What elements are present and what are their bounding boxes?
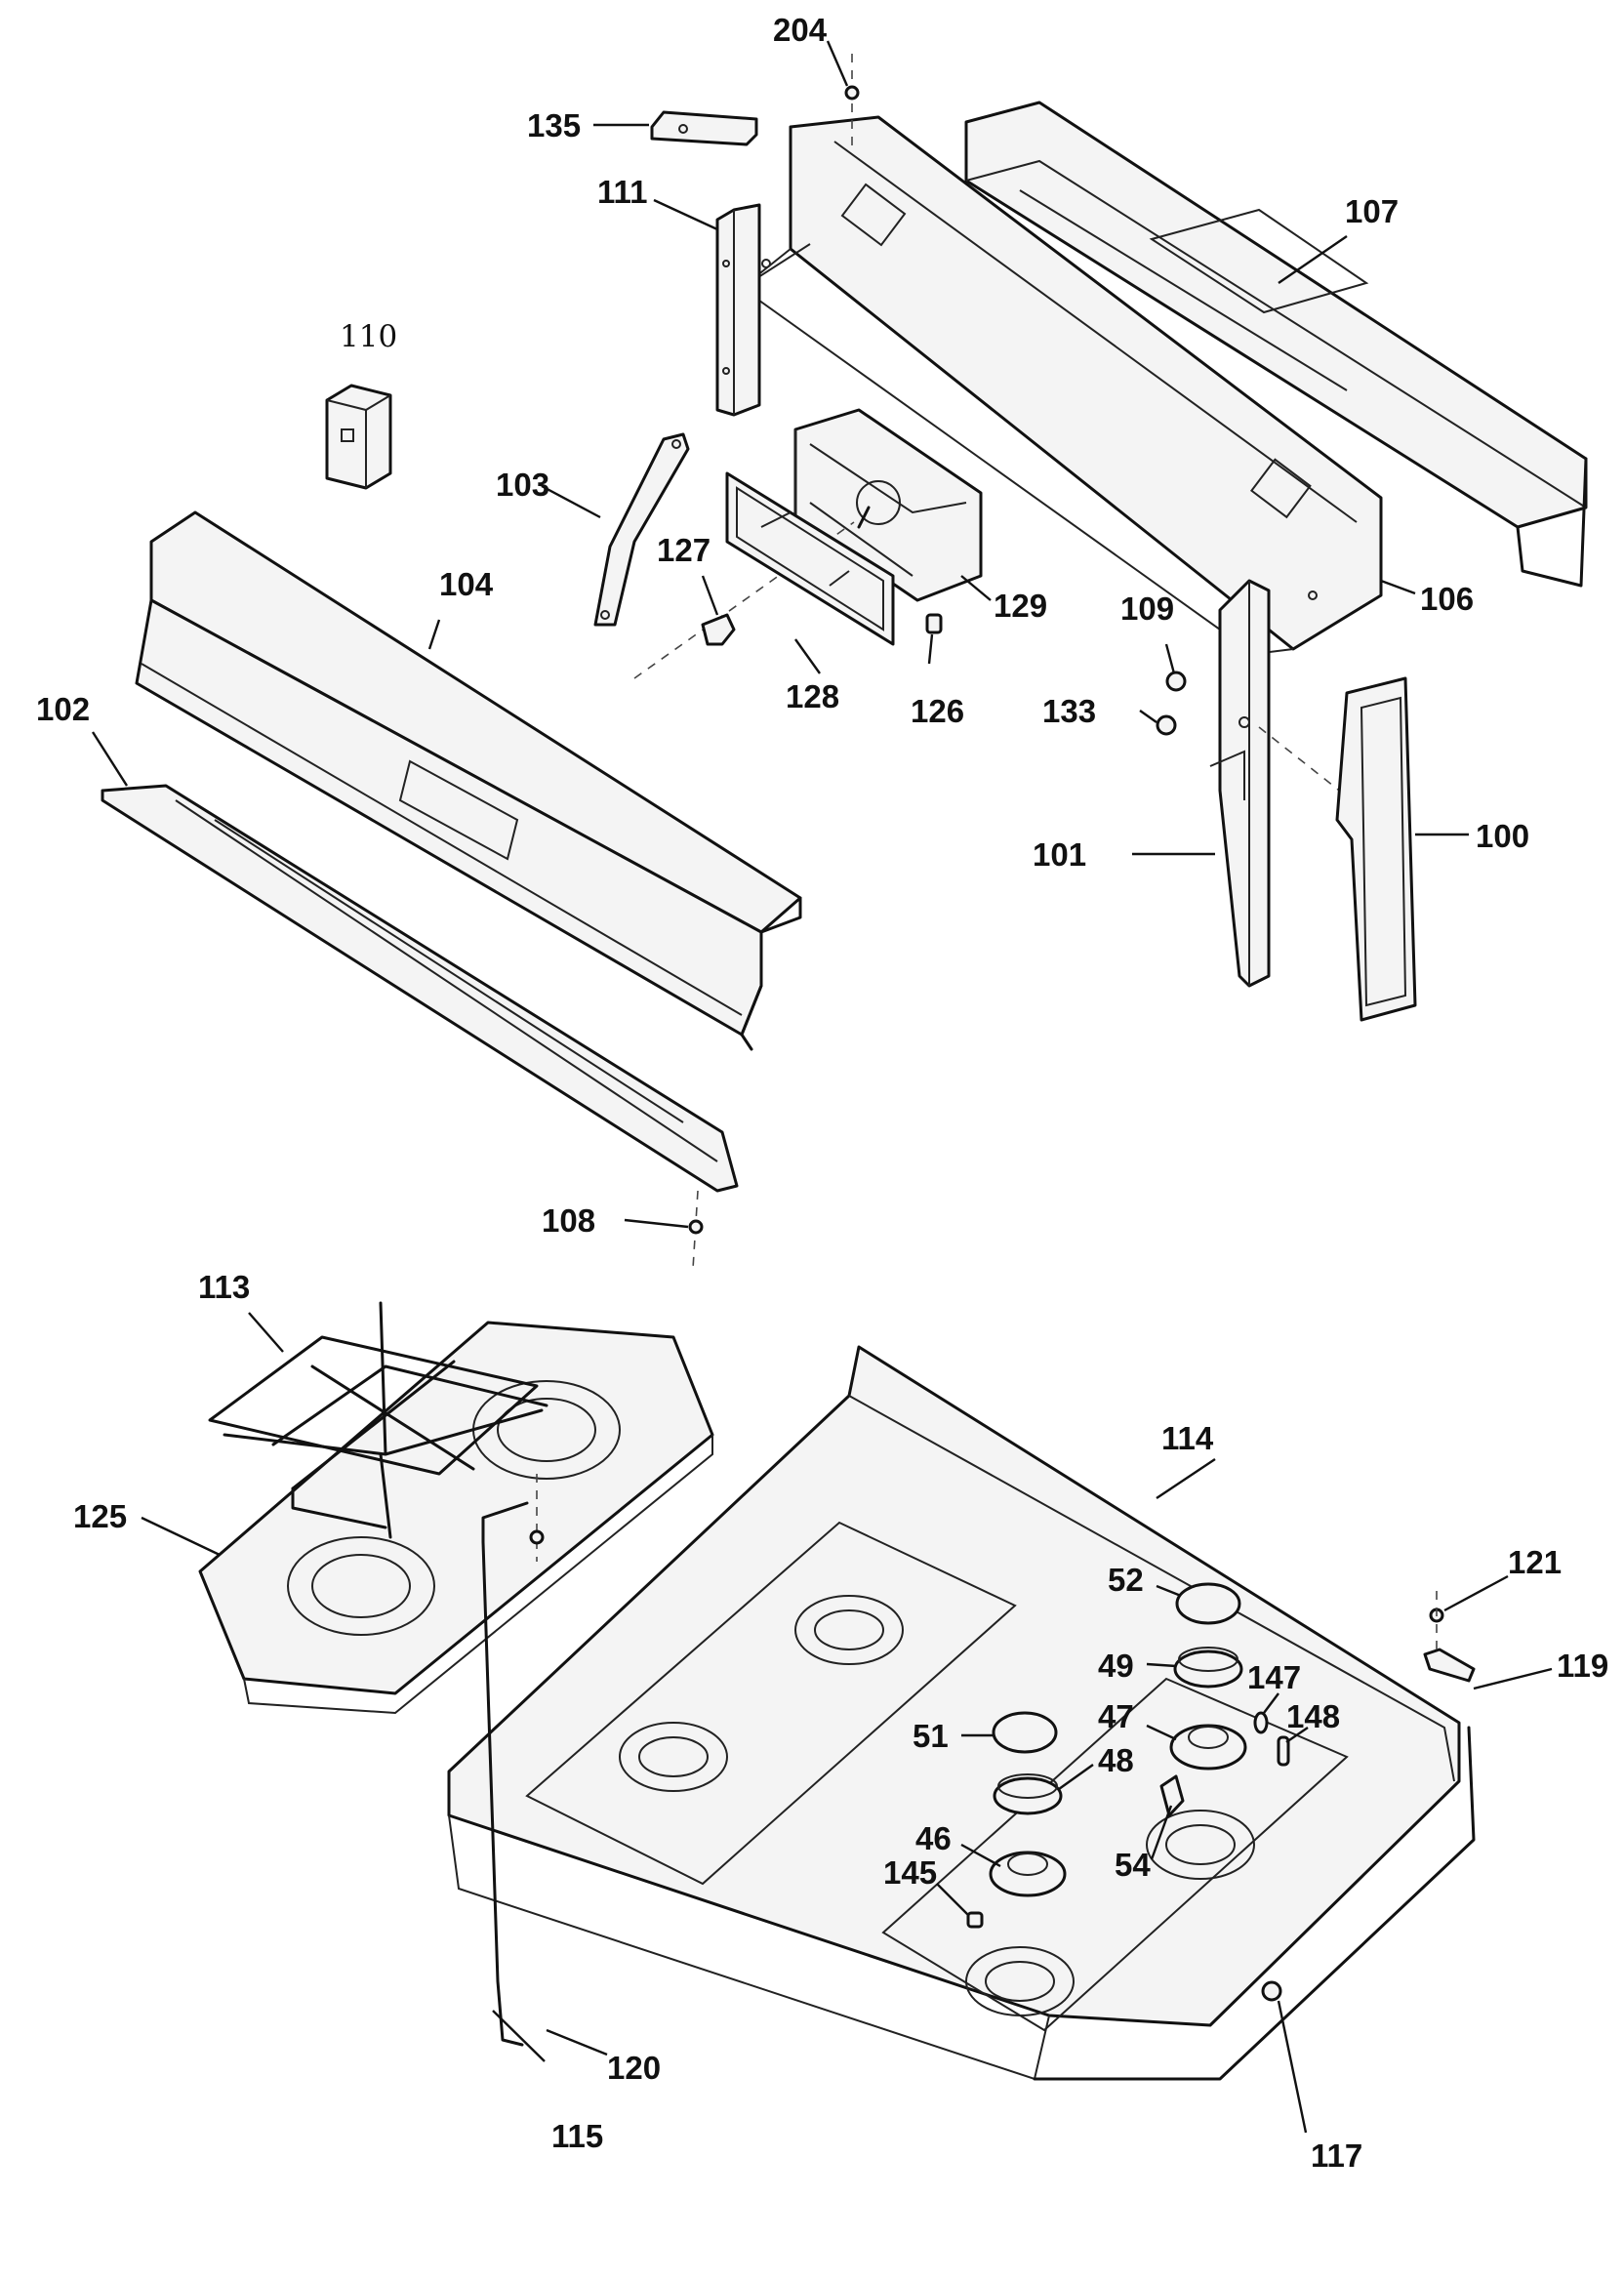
label-49: 49 bbox=[1098, 1648, 1134, 1684]
part-115-support-rod bbox=[481, 1474, 538, 2047]
part-51-burner-cap bbox=[992, 1711, 1058, 1754]
label-145: 145 bbox=[883, 1854, 937, 1891]
label-100: 100 bbox=[1476, 818, 1529, 854]
part-108-screw bbox=[688, 1190, 704, 1270]
part-133-nut bbox=[1156, 714, 1177, 736]
label-110: 110 bbox=[340, 319, 397, 354]
label-113: 113 bbox=[198, 1269, 250, 1305]
part-113-grate bbox=[208, 1301, 548, 1539]
part-47-burner-base bbox=[1169, 1724, 1247, 1771]
label-51: 51 bbox=[913, 1718, 949, 1754]
part-127-knob bbox=[701, 613, 736, 646]
label-126: 126 bbox=[911, 693, 964, 729]
label-107: 107 bbox=[1345, 193, 1399, 229]
part-109-nut bbox=[1165, 671, 1187, 692]
label-108: 108 bbox=[542, 1202, 595, 1239]
part-103-arm bbox=[593, 432, 690, 627]
part-106-backguard bbox=[740, 115, 1383, 656]
label-121: 121 bbox=[1508, 1544, 1562, 1580]
label-47: 47 bbox=[1098, 1698, 1134, 1734]
label-129: 129 bbox=[994, 588, 1047, 624]
label-117: 117 bbox=[1311, 2138, 1362, 2174]
part-111-side-bracket bbox=[715, 203, 761, 417]
label-204: 204 bbox=[773, 12, 828, 48]
part-126-clip bbox=[925, 613, 943, 634]
part-48-burner-head bbox=[993, 1773, 1063, 1815]
part-102-trim-strip bbox=[101, 784, 739, 1193]
part-100-end-cap bbox=[1335, 676, 1417, 1022]
label-103: 103 bbox=[496, 467, 549, 503]
part-110-module bbox=[325, 384, 392, 490]
part-119-bracket bbox=[1423, 1648, 1476, 1683]
part-129-control-housing bbox=[633, 408, 983, 679]
part-135-bracket bbox=[650, 110, 758, 146]
label-119: 119 bbox=[1557, 1648, 1608, 1684]
part-101-end-bracket bbox=[1209, 579, 1271, 988]
part-labels: 204 135 111 107 110 103 104 127 129 109 … bbox=[36, 12, 1608, 2174]
label-133: 133 bbox=[1042, 693, 1096, 729]
part-148-pin bbox=[1277, 1735, 1290, 1767]
label-102: 102 bbox=[36, 691, 90, 727]
label-147: 147 bbox=[1247, 1659, 1301, 1695]
part-52-burner-cap bbox=[1175, 1582, 1241, 1625]
part-145-clip bbox=[966, 1911, 984, 1929]
leader-lines bbox=[91, 40, 1553, 2134]
label-120: 120 bbox=[607, 2050, 661, 2086]
label-101: 101 bbox=[1033, 836, 1086, 873]
part-54-igniter bbox=[1159, 1774, 1185, 1817]
label-52: 52 bbox=[1108, 1562, 1144, 1598]
part-107-top-trim bbox=[964, 101, 1588, 588]
label-127: 127 bbox=[657, 532, 710, 568]
part-204-screw bbox=[844, 54, 860, 146]
label-135: 135 bbox=[527, 107, 581, 143]
part-120-screw bbox=[529, 1529, 545, 1545]
label-115: 115 bbox=[551, 2118, 603, 2154]
part-117-nut bbox=[1261, 1980, 1282, 2002]
label-104: 104 bbox=[439, 566, 494, 602]
label-48: 48 bbox=[1098, 1742, 1134, 1778]
label-148: 148 bbox=[1286, 1698, 1340, 1734]
part-104-control-panel bbox=[135, 510, 802, 1051]
label-54: 54 bbox=[1115, 1847, 1151, 1883]
part-49-burner-head bbox=[1173, 1647, 1243, 1689]
part-147-pin bbox=[1253, 1711, 1269, 1734]
label-109: 109 bbox=[1120, 590, 1174, 627]
part-121-screw bbox=[1429, 1591, 1444, 1649]
label-114: 114 bbox=[1161, 1420, 1214, 1456]
label-46: 46 bbox=[915, 1820, 952, 1856]
part-46-burner-base bbox=[989, 1851, 1067, 1897]
part-128-glass-panel bbox=[725, 471, 895, 646]
label-111: 111 bbox=[597, 174, 647, 210]
label-128: 128 bbox=[786, 678, 839, 714]
label-125: 125 bbox=[73, 1498, 127, 1534]
label-106: 106 bbox=[1420, 581, 1474, 617]
part-114-cooktop bbox=[447, 1345, 1476, 2081]
